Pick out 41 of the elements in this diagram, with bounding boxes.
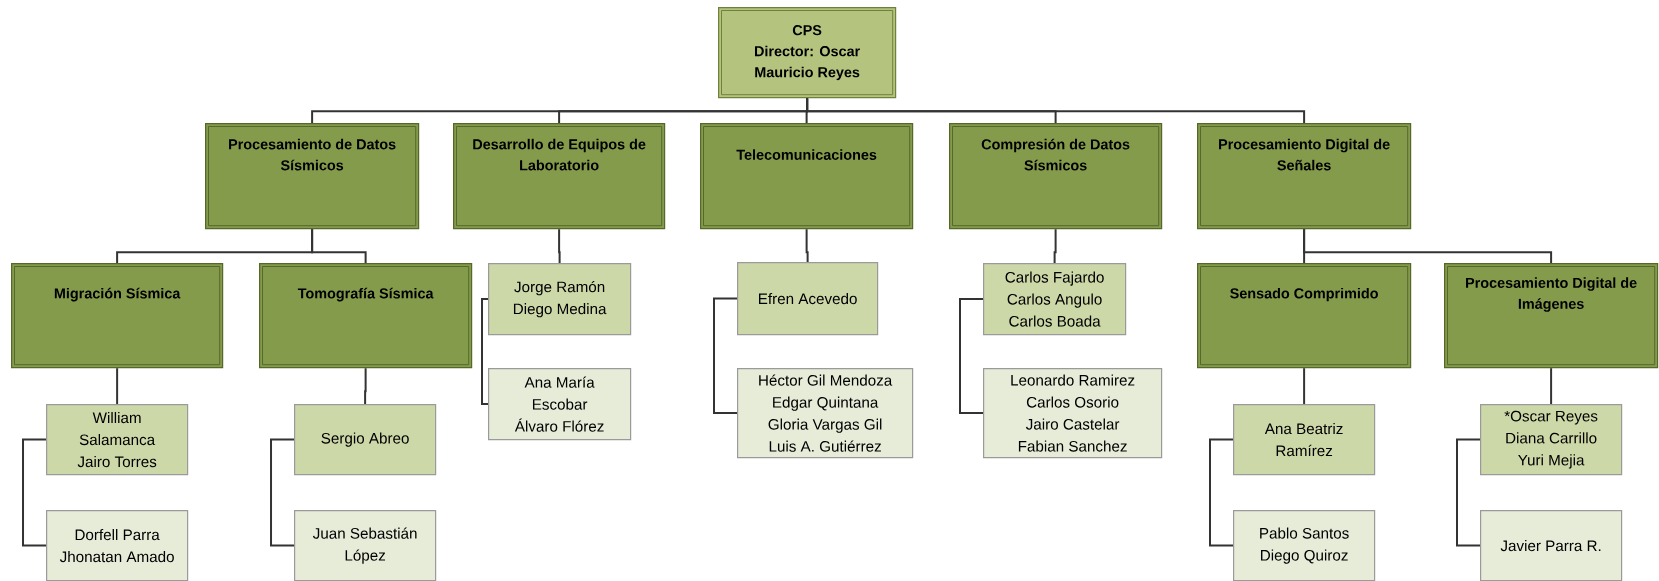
connector-line bbox=[558, 228, 561, 264]
org-box: Ana María Escobar Álvaro Flórez bbox=[488, 368, 632, 441]
org-box: Dorfell Parra Jhonatan Amado bbox=[46, 510, 189, 581]
org-box: Pablo Santos Diego Quiroz bbox=[1233, 510, 1376, 581]
org-box: Migración Sísmica bbox=[11, 263, 224, 369]
connector-line bbox=[311, 228, 367, 264]
org-box: Procesamiento Digital de Imágenes bbox=[1444, 263, 1659, 369]
connector-line bbox=[364, 367, 367, 405]
connector-line bbox=[805, 228, 809, 263]
org-box: Efren Acevedo bbox=[737, 262, 879, 336]
connector-line bbox=[959, 298, 984, 415]
org-box: Carlos Fajardo Carlos Angulo Carlos Boada bbox=[983, 263, 1127, 336]
connector-line bbox=[806, 97, 1306, 124]
connector-line bbox=[481, 298, 489, 406]
connector-line bbox=[116, 367, 119, 405]
connector-line bbox=[1303, 367, 1306, 405]
org-box: William Salamanca Jairo Torres bbox=[46, 404, 189, 476]
connector-line bbox=[1053, 228, 1057, 264]
connector-line bbox=[1303, 228, 1553, 264]
connector-line bbox=[1456, 438, 1481, 547]
org-box: Sergio Abreo bbox=[294, 404, 437, 476]
org-box: Procesamiento Digital de Señales bbox=[1197, 123, 1412, 230]
org-box: *Oscar Reyes Diana Carrillo Yuri Mejia bbox=[1480, 404, 1623, 476]
org-box: Juan Sebastián López bbox=[294, 510, 437, 581]
org-box: Tomografía Sísmica bbox=[259, 263, 473, 369]
connector-line bbox=[270, 438, 295, 547]
org-box: Leonardo Ramirez Carlos Osorio Jairo Castelar Fabian Sanchez bbox=[983, 368, 1163, 459]
org-box: Telecomunicaciones bbox=[700, 123, 914, 230]
connector-line bbox=[22, 438, 47, 547]
org-box: Procesamiento de Datos Sísmicos bbox=[205, 123, 420, 230]
org-box: Jorge Ramón Diego Medina bbox=[488, 263, 632, 336]
org-box: Ana Beatriz Ramírez bbox=[1233, 404, 1376, 476]
org-box: Compresión de Datos Sísmicos bbox=[949, 123, 1163, 230]
org-box: Héctor Gil Mendoza Edgar Quintana Gloria Vargas Gil Luis A. Gutiérrez bbox=[737, 368, 914, 459]
org-box: Sensado Comprimido bbox=[1197, 263, 1412, 369]
connector-line bbox=[713, 297, 738, 415]
connector-line bbox=[1209, 438, 1234, 547]
org-box: CPS Director: Oscar Mauricio Reyes bbox=[718, 7, 897, 99]
org-box: Desarrollo de Equipos de Laboratorio bbox=[453, 123, 666, 230]
org-box: Javier Parra R. bbox=[1480, 510, 1623, 581]
connector-line bbox=[1550, 367, 1553, 405]
